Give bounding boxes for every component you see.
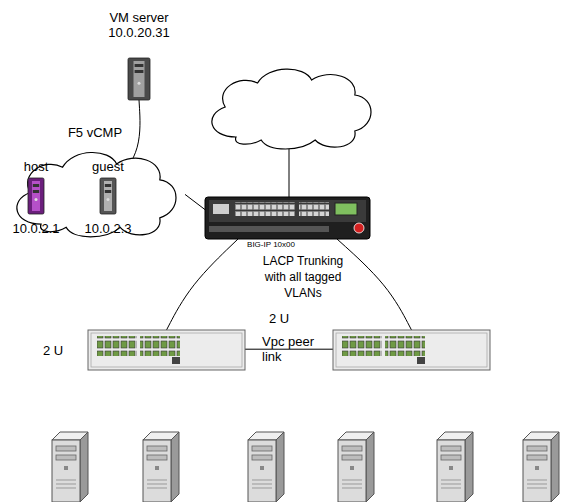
server-tower — [523, 432, 559, 502]
node-label: VM server — [104, 10, 174, 25]
node-label: F5 vCMP — [50, 125, 140, 140]
load-balancer-icon — [205, 197, 370, 239]
annotation-text: LACP Trunking with all tagged VLANs — [255, 253, 351, 301]
server-tower — [248, 432, 284, 502]
internet-cloud — [212, 69, 371, 149]
node-label: host — [1, 159, 71, 174]
link-label: Vpc peer link — [262, 334, 318, 364]
power-button — [138, 82, 141, 85]
vm-server: VM server10.0.20.31 — [128, 58, 150, 100]
vcmp-guest-icon — [100, 178, 116, 214]
lcd-panel — [213, 204, 229, 214]
switch-chassis — [88, 330, 245, 370]
drive-slot — [33, 184, 39, 187]
switch-chassis — [333, 330, 490, 370]
tower-face — [104, 181, 112, 211]
network-link — [167, 239, 239, 330]
tower-body — [128, 58, 150, 100]
server-tower — [437, 432, 473, 502]
port-block — [140, 336, 180, 356]
network-switch: 2 U — [88, 330, 245, 370]
power-button — [107, 198, 110, 201]
load-balancer: BIG-IP 10x00 — [205, 197, 370, 239]
switch-bezel — [336, 333, 487, 367]
server-tower — [338, 432, 374, 502]
vcmp-host: host10.0.2.1 — [28, 178, 44, 214]
logo-badge — [354, 223, 364, 233]
status-display — [335, 203, 357, 215]
network-switch-icon — [88, 330, 245, 370]
network-link — [337, 239, 412, 330]
drive-slot — [135, 70, 144, 73]
node-label: 10.0.2.1 — [1, 221, 71, 236]
drive-slot — [33, 190, 39, 193]
drive-slot — [105, 184, 111, 187]
node-label: guest — [73, 159, 143, 174]
server-tower — [143, 432, 179, 502]
vcmp-cloud: F5 vCMPhost10.0.2.1guest10.0.2.3 — [5, 145, 185, 240]
chassis — [205, 197, 370, 239]
cloud-outline — [212, 69, 371, 149]
port-block — [342, 336, 382, 356]
tower-body — [100, 178, 116, 214]
node-label: 10.0.2.3 — [73, 221, 143, 236]
vcmp-host-icon — [28, 178, 44, 214]
node-label: 2 U — [38, 343, 68, 358]
port-block — [235, 202, 295, 216]
vcmp-guest: guest10.0.2.3 — [100, 178, 116, 214]
drive-slot — [105, 190, 111, 193]
vm-server-icon — [128, 58, 150, 100]
tower-face — [134, 61, 145, 97]
front-panel — [209, 200, 366, 222]
network-switch: 2 U — [333, 330, 490, 370]
node-label: 2 U — [264, 311, 294, 326]
network-switch-icon — [333, 330, 490, 370]
console-port — [172, 357, 180, 364]
tower-face — [32, 181, 40, 211]
server-tower — [52, 432, 88, 502]
drive-slot — [135, 64, 144, 67]
node-label: 10.0.20.31 — [104, 25, 174, 40]
network-link — [185, 194, 205, 209]
uplink-wire — [289, 149, 290, 197]
console-port — [417, 357, 425, 364]
tower-body — [28, 178, 44, 214]
port-block — [299, 202, 329, 216]
port-block — [97, 336, 137, 356]
switch-bezel — [91, 333, 242, 367]
node-label: BIG-IP 10x00 — [241, 240, 301, 250]
port-block — [385, 336, 425, 356]
power-button — [35, 198, 38, 201]
vent-strip — [209, 226, 329, 232]
